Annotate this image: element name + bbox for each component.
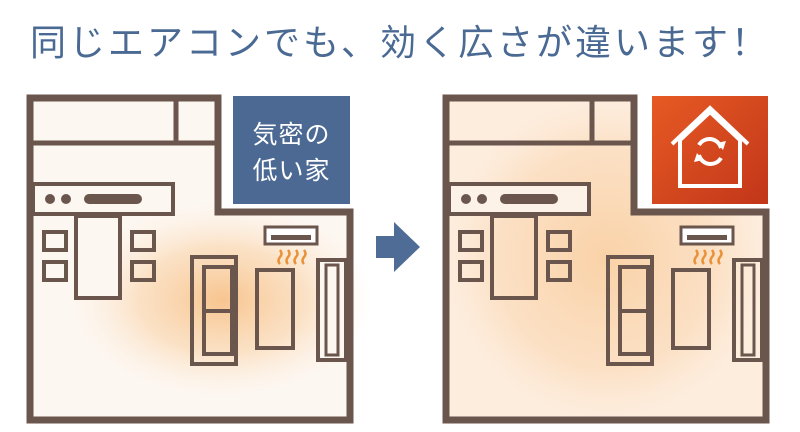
sink bbox=[84, 194, 142, 204]
right-arrow-icon bbox=[376, 222, 420, 272]
chair bbox=[458, 260, 484, 282]
chair bbox=[546, 260, 572, 282]
kitchen-counter bbox=[447, 182, 591, 216]
coffee-table bbox=[671, 268, 711, 350]
tv bbox=[324, 263, 340, 357]
tv-stand bbox=[316, 258, 348, 362]
heat-waves-icon bbox=[277, 249, 307, 265]
chair bbox=[130, 260, 156, 282]
air-conditioner-vent bbox=[687, 235, 727, 240]
stove-burner bbox=[477, 194, 487, 204]
chair bbox=[546, 230, 572, 252]
tv-stand bbox=[732, 258, 764, 362]
stove-burner bbox=[61, 194, 71, 204]
chair bbox=[458, 230, 484, 252]
chair bbox=[130, 230, 156, 252]
badge-line-1: 気密の bbox=[252, 120, 331, 149]
sink bbox=[500, 194, 558, 204]
room-low-airtightness bbox=[26, 94, 372, 424]
tv bbox=[740, 263, 756, 357]
room-high-airtightness bbox=[442, 94, 770, 424]
stove-burner bbox=[45, 194, 55, 204]
heat-waves-icon bbox=[693, 249, 723, 265]
outer-wall bbox=[26, 94, 354, 424]
stove-burner bbox=[461, 194, 471, 204]
outer-wall bbox=[442, 94, 770, 424]
dining-table bbox=[74, 214, 122, 300]
coffee-table bbox=[255, 268, 295, 350]
page-title: 同じエアコンでも、効く広さが違います！ bbox=[30, 23, 770, 64]
air-conditioner-vent bbox=[271, 235, 311, 240]
low-airtightness-badge: 気密の 低い家 bbox=[233, 96, 350, 204]
sofa bbox=[606, 255, 654, 366]
chair bbox=[42, 230, 68, 252]
house-with-refresh-arrows-icon bbox=[670, 105, 750, 188]
high-airtightness-badge bbox=[652, 96, 768, 204]
chair bbox=[42, 260, 68, 282]
badge-line-2: 低い家 bbox=[252, 156, 331, 185]
dining-table bbox=[490, 214, 538, 300]
sofa bbox=[190, 255, 238, 366]
